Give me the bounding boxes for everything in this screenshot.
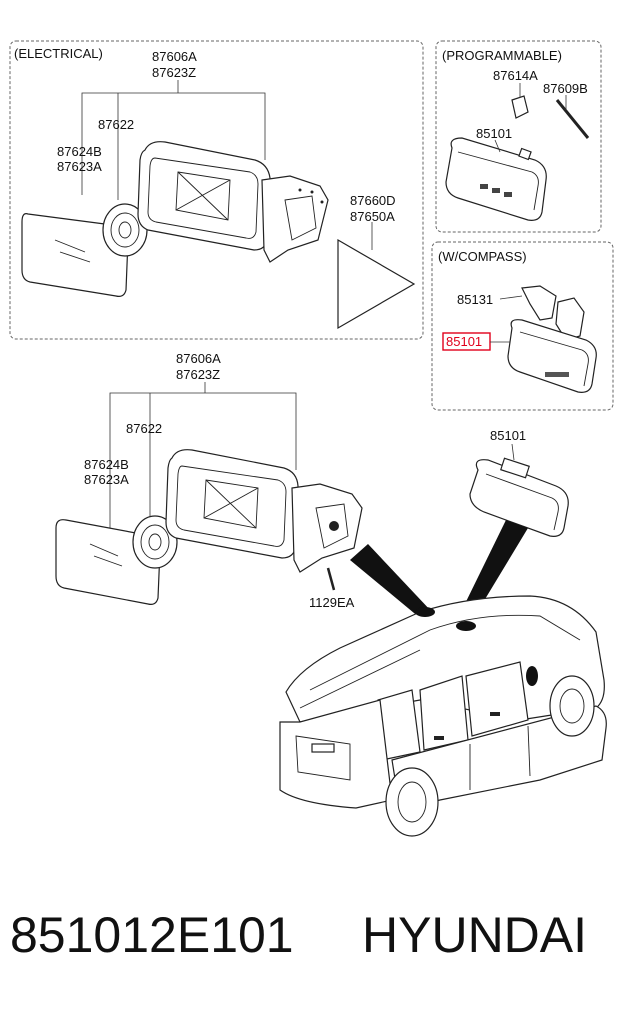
cover-85131 xyxy=(521,285,557,321)
mirror-housing-manual xyxy=(165,449,299,559)
label-87606a-top: 87606A xyxy=(152,49,197,64)
label-87606a-mid: 87606A xyxy=(176,351,221,366)
rear-mirror-programmable xyxy=(445,137,547,221)
label-87624b-mid: 87624B xyxy=(84,457,129,472)
compass-mount xyxy=(555,297,585,341)
label-1129ea: 1129EA xyxy=(309,595,355,610)
label-87623z-mid: 87623Z xyxy=(176,367,220,382)
clip-87614a xyxy=(511,95,529,119)
label-87660d: 87660D xyxy=(350,193,396,208)
label-87624b-top: 87624B xyxy=(57,144,102,159)
pointer-wedge-side-mirror xyxy=(350,544,432,618)
vehicle-illustration xyxy=(279,595,607,837)
label-87609b: 87609B xyxy=(543,81,588,96)
compass-section-box xyxy=(431,241,614,411)
label-87622-top: 87622 xyxy=(98,117,134,132)
pointer-wedge-rear-mirror xyxy=(458,520,528,624)
electrical-mirror-assembly xyxy=(21,80,416,330)
label-87622-mid: 87622 xyxy=(126,421,162,436)
label-87623z-top: 87623Z xyxy=(152,65,196,80)
programmable-section-box xyxy=(435,40,602,233)
footer-part-number: 851012E101 xyxy=(10,907,294,963)
label-85101-compass: 85101 xyxy=(446,334,482,349)
programmable-mirror-assembly xyxy=(445,83,590,221)
programmable-section-title: (PROGRAMMABLE) xyxy=(442,48,562,63)
bolt-1129ea xyxy=(326,567,336,591)
compass-section-title: (W/COMPASS) xyxy=(438,249,527,264)
label-87650a: 87650A xyxy=(350,209,395,224)
mirror-base xyxy=(261,175,329,263)
rear-wheel xyxy=(385,767,439,837)
rear-mirror-compass xyxy=(507,319,597,393)
screw-87609b xyxy=(555,99,590,139)
label-87623a-mid: 87623A xyxy=(84,472,129,487)
label-85131: 85131 xyxy=(457,292,493,307)
manual-mirror-assembly xyxy=(55,382,363,605)
mirror-cover-triangle xyxy=(337,238,416,330)
compass-mirror-assembly xyxy=(499,285,597,393)
electrical-section-title: (ELECTRICAL) xyxy=(14,46,103,61)
rear-mirror-main xyxy=(469,443,569,537)
label-87614a: 87614A xyxy=(493,68,538,83)
label-87623a-top: 87623A xyxy=(57,159,102,174)
electrical-section-box xyxy=(9,40,424,340)
front-wheel xyxy=(549,675,595,737)
mirror-housing xyxy=(137,141,271,251)
footer-brand: HYUNDAI xyxy=(362,907,588,963)
label-85101-programmable: 85101 xyxy=(476,126,512,141)
highlight-box-85101 xyxy=(442,332,491,351)
label-85101-main: 85101 xyxy=(490,428,526,443)
mirror-actuator-manual xyxy=(132,515,178,569)
